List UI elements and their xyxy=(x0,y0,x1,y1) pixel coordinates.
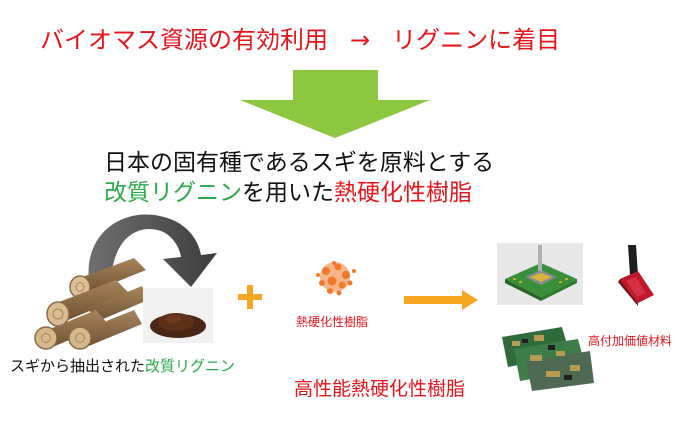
lignin-powder-image xyxy=(143,288,213,343)
curved-arrow-icon xyxy=(88,214,217,287)
result-title: 高性能熱硬化性樹脂 xyxy=(294,378,466,400)
resin-caption: 熱硬化性樹脂 xyxy=(296,315,369,329)
statement-thermoset-resin: 熱硬化性樹脂 xyxy=(334,180,472,206)
source-caption-prefix: スギから抽出された xyxy=(10,357,146,375)
header-right: リグニンに着目 xyxy=(392,26,561,54)
circuit-board-image xyxy=(502,327,594,391)
header-arrow: → xyxy=(350,26,371,54)
source-caption: スギから抽出された改質リグニン xyxy=(10,355,235,376)
statement-connector: を用いた xyxy=(242,180,334,206)
cedar-logs-image xyxy=(34,258,148,350)
down-arrow-icon xyxy=(240,70,430,138)
header-left: バイオマス資源の有効利用 xyxy=(40,26,328,54)
statement-modified-lignin: 改質リグニン xyxy=(104,180,242,206)
plus-icon xyxy=(238,285,262,309)
header-title: バイオマス資源の有効利用 → リグニンに着目 xyxy=(40,20,560,55)
statement-line1: 日本の固有種であるスギを原料とする xyxy=(104,150,495,176)
source-caption-highlight: 改質リグニン xyxy=(145,357,236,375)
mobile-phone-image xyxy=(618,245,654,306)
right-arrow-icon xyxy=(404,290,478,310)
resin-powder-image xyxy=(316,261,356,296)
statement-line2: 改質リグニンを用いた熱硬化性樹脂 xyxy=(104,173,472,207)
products-caption: 高付加価値材料 xyxy=(588,334,673,348)
chip-package-image xyxy=(497,243,583,305)
